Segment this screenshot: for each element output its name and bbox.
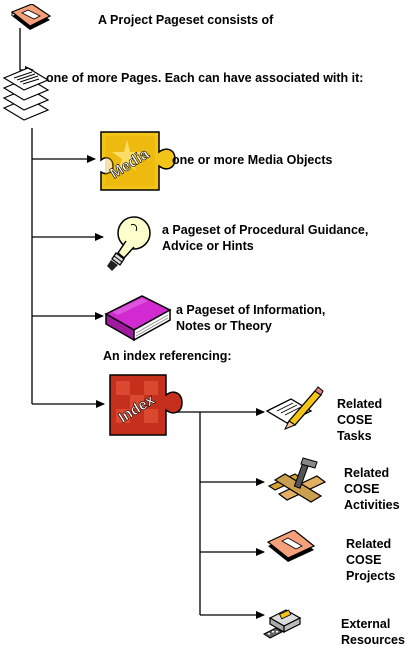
- index-intro-label: An index referencing:: [103, 349, 232, 363]
- media-puzzle-icon: Media: [100, 131, 176, 191]
- pageset-label: A Project Pageset consists of: [98, 13, 274, 27]
- information-label: a Pageset of Information, Notes or Theor…: [176, 303, 326, 333]
- lightbulb-icon: [107, 216, 151, 271]
- external-resources-label: External Resources: [341, 617, 405, 647]
- guidance-label: a Pageset of Procedural Guidance, Advice…: [162, 223, 369, 253]
- tools-activity-icon: [267, 457, 327, 503]
- pencil-task-icon: [265, 386, 324, 430]
- book-icon: [104, 295, 172, 342]
- project-pageset-icon: [266, 530, 316, 562]
- media-objects-label: one or more Media Objects: [172, 153, 333, 167]
- related-activities-label: Related COSE Activities: [344, 466, 400, 512]
- pageset-icon: [10, 4, 52, 30]
- pages-label: one of more Pages. Each can have associa…: [46, 71, 364, 85]
- index-puzzle-icon: Index: [109, 374, 183, 436]
- computer-icon: [263, 609, 302, 639]
- related-projects-label: Related COSE Projects: [346, 537, 396, 583]
- pages-stack-icon: [2, 68, 50, 121]
- related-tasks-label: Related COSE Tasks: [337, 397, 383, 443]
